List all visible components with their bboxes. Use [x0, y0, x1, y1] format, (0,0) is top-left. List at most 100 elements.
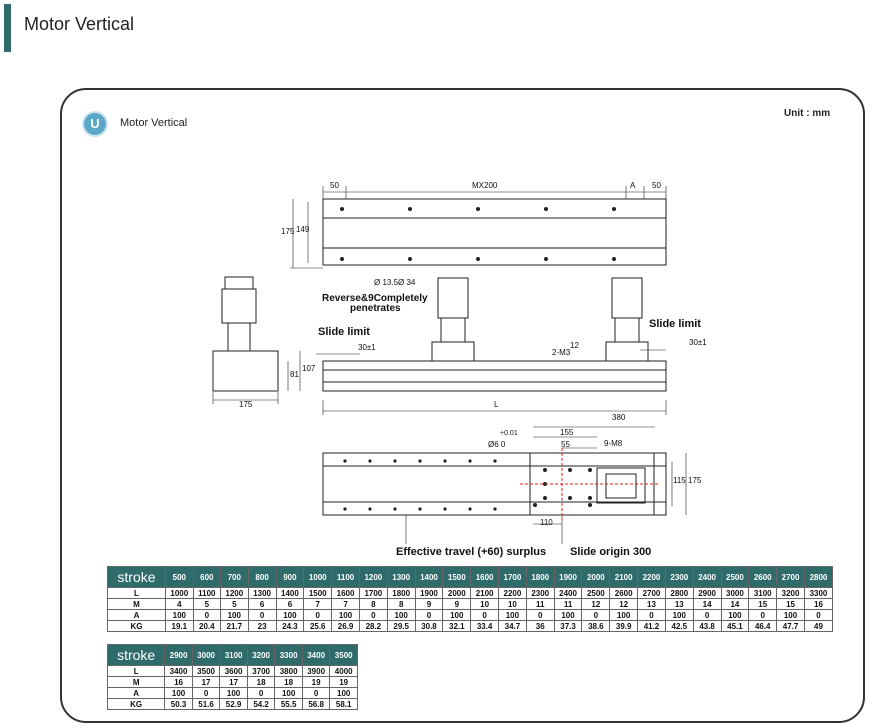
table-cell: 100 [720, 609, 750, 621]
table-cell: 3400 [164, 665, 193, 677]
table-cell: 0 [470, 609, 500, 621]
table-cell: 12 [609, 598, 639, 610]
dim-110: 110 [540, 518, 553, 527]
stroke-header-cell: stroke [106, 644, 166, 666]
table-cell: 17 [191, 676, 221, 688]
stroke-value-cell: 1700 [498, 566, 527, 588]
table-cell: 16 [164, 676, 193, 688]
stroke-value-cell: 2700 [776, 566, 805, 588]
table-cell: 8 [358, 598, 388, 610]
table-cell: 3200 [776, 587, 805, 599]
table-cell: 18 [246, 676, 276, 688]
dim-mx200: MX200 [472, 181, 498, 190]
table-cell: 1700 [358, 587, 388, 599]
stroke-value-cell: 2100 [609, 566, 639, 588]
dim-a: A [630, 181, 636, 190]
table-cell: 1400 [275, 587, 305, 599]
dim-30-right: 30±1 [689, 338, 707, 347]
table-cell: 15 [776, 598, 805, 610]
table-cell: 4000 [329, 665, 358, 677]
table-cell: 1800 [386, 587, 416, 599]
table-cell: 0 [414, 609, 444, 621]
table-cell: 0 [748, 609, 778, 621]
stroke-value-cell: 3200 [246, 644, 276, 666]
hole-note: Ø 13.5Ø 34 [374, 278, 416, 287]
stroke-value-cell: 3300 [274, 644, 303, 666]
dim-tolerance: +0.01 [500, 430, 518, 437]
dim-12: 12 [570, 341, 579, 350]
table-cell: 13 [664, 598, 694, 610]
table-cell: 100 [776, 609, 805, 621]
table-cell: 100 [609, 609, 639, 621]
table-cell: 29.5 [386, 620, 416, 632]
table-cell: 100 [442, 609, 472, 621]
table-cell: 100 [331, 609, 360, 621]
table-cell: 32.1 [442, 620, 472, 632]
table-cell: 8 [386, 598, 416, 610]
dim-55: 55 [561, 440, 570, 449]
table-cell: 26.9 [331, 620, 360, 632]
table-cell: 3700 [246, 665, 276, 677]
slide-limit-left: Slide limit [318, 326, 370, 338]
stroke-value-cell: 3400 [301, 644, 331, 666]
dim-50-right: 50 [652, 181, 661, 190]
table-cell: 3600 [219, 665, 248, 677]
rail-front-view [322, 360, 667, 392]
table-cell: 49 [803, 620, 834, 632]
table-cell: 1100 [192, 587, 221, 599]
table-cell: 7 [331, 598, 360, 610]
stroke-value-cell: 3100 [219, 644, 248, 666]
table-cell: 0 [803, 609, 834, 621]
table-cell: 19.1 [164, 620, 194, 632]
table-cell: 6 [275, 598, 305, 610]
table-cell: 7 [303, 598, 333, 610]
table-cell: 20.4 [192, 620, 221, 632]
effective-travel-label: Effective travel (+60) surplus [396, 546, 547, 558]
stroke-value-cell: 1500 [442, 566, 472, 588]
table-cell: 5 [219, 598, 249, 610]
dim-115: 115 [673, 476, 686, 485]
table-cell: 3300 [803, 587, 834, 599]
dim-81: 81 [290, 370, 299, 379]
table-cell: 6 [247, 598, 277, 610]
table-cell: 9 [414, 598, 444, 610]
table-cell: 17 [219, 676, 248, 688]
row-label-cell: L [107, 587, 166, 599]
stroke-value-cell: 3500 [329, 644, 358, 666]
stroke-value-cell: 2200 [637, 566, 666, 588]
slide-origin-label: Slide origin 300 [570, 546, 652, 558]
stroke-value-cell: 1900 [553, 566, 583, 588]
stroke-value-cell: 2900 [164, 644, 193, 666]
dim-107: 107 [302, 364, 316, 373]
stroke-value-cell: 1200 [358, 566, 388, 588]
table-cell: 100 [386, 609, 416, 621]
table-cell: 2900 [692, 587, 722, 599]
stroke-value-cell: 1100 [331, 566, 360, 588]
table-cell: 2500 [581, 587, 611, 599]
table-cell: 100 [553, 609, 583, 621]
table-cell: 1600 [331, 587, 360, 599]
stroke-value-cell: 800 [247, 566, 277, 588]
table-cell: 5 [192, 598, 221, 610]
table-cell: 0 [301, 687, 331, 699]
table-cell: 1000 [164, 587, 194, 599]
dim-380: 380 [612, 413, 626, 422]
table-cell: 55.5 [274, 698, 303, 710]
table-cell: 0 [246, 687, 276, 699]
table-cell: 14 [720, 598, 750, 610]
table-cell: 21.7 [219, 620, 249, 632]
row-label-cell: KG [107, 620, 166, 632]
table-cell: 52.9 [219, 698, 248, 710]
row-label-cell: L [106, 665, 166, 677]
table-cell: 16 [803, 598, 834, 610]
table-cell: 0 [358, 609, 388, 621]
rail-top-view [322, 198, 667, 266]
table-cell: 100 [664, 609, 694, 621]
